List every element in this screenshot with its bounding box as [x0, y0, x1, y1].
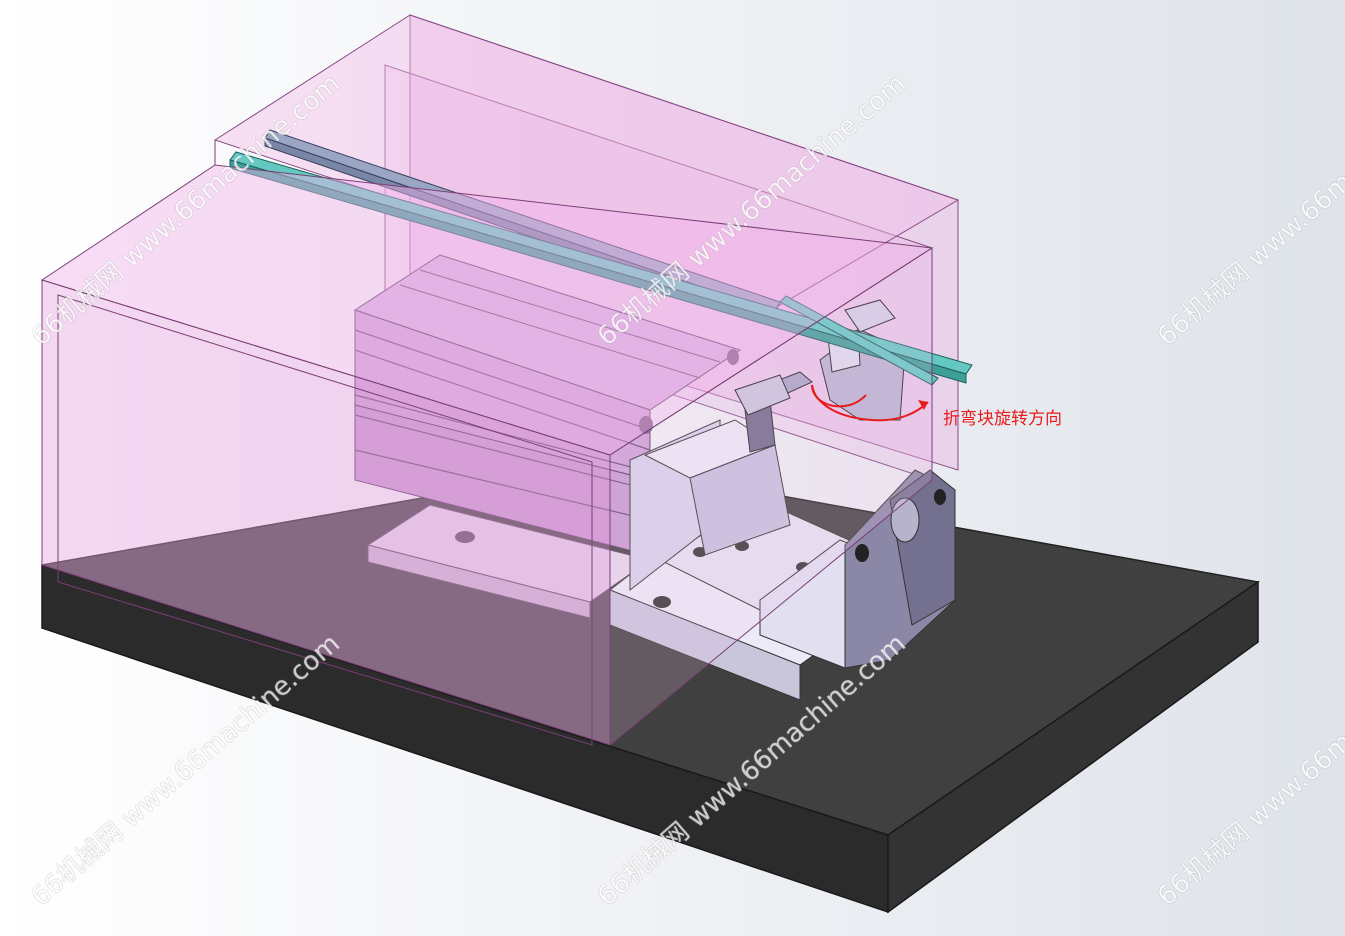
rotation-direction-arrow — [811, 384, 929, 422]
mount-plate — [366, 504, 652, 619]
clamp-frame — [629, 419, 956, 669]
pneumatic-cylinder — [353, 254, 742, 556]
bend-block — [734, 299, 906, 453]
guide-rails — [229, 129, 973, 386]
bend-direction-label: 折弯块旋转方向 — [943, 409, 1062, 429]
transparent-enclosure-front — [40, 140, 934, 747]
